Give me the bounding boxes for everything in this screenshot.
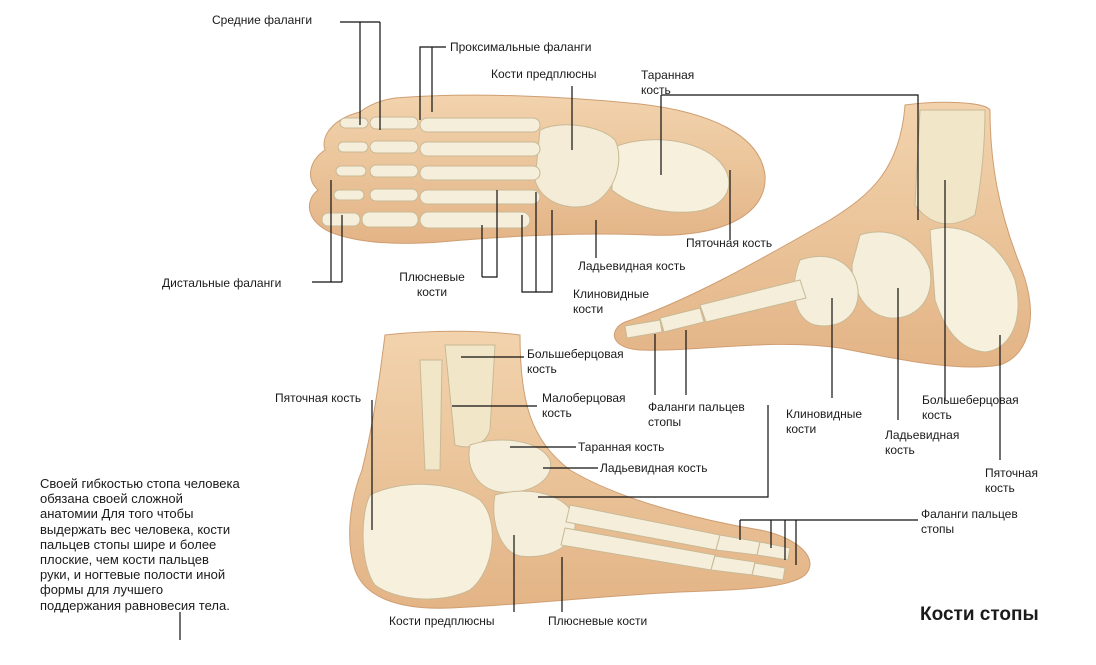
label-calcaneus-inner: Пяточная кость — [985, 466, 1038, 496]
label-metatarsals-outer: Плюсневые кости — [548, 614, 648, 628]
label-line: кости — [786, 422, 817, 436]
label-navicular-outer: Ладьевидная кость — [600, 461, 708, 475]
label-middle-phalanges: Средние фаланги — [212, 13, 313, 27]
label-line: кость — [527, 362, 557, 376]
label-line: кости — [416, 285, 448, 299]
label-line: стопы — [648, 415, 682, 429]
caption-line: анатомии Для того чтобы — [40, 506, 194, 522]
caption-line: формы для лучшего — [40, 582, 164, 598]
label-line: Таранная — [641, 68, 695, 82]
label-line: Фаланги пальцев — [921, 507, 1018, 521]
label-line: Фаланги пальцев — [648, 400, 745, 414]
label-line: Ладьевидная — [885, 428, 960, 442]
label-line: кости — [573, 302, 604, 316]
label-tarsal-bones-outer: Кости предплюсны — [389, 614, 495, 628]
label-calcaneus-top: Пяточная кость — [686, 236, 773, 250]
label-line: стопы — [921, 522, 955, 536]
figure-title: Кости стопы — [920, 604, 1039, 625]
label-line: Малоберцовая — [542, 391, 626, 405]
label-line: Большеберцовая — [527, 347, 624, 361]
label-line: Пяточная — [985, 466, 1038, 480]
label-cuneiform-top: Клиновидные кости — [573, 287, 649, 317]
label-cuneiform-inner: Клиновидные кости — [786, 407, 862, 437]
label-line: кость — [922, 408, 952, 422]
caption-line: Своей гибкостью стопа человека — [40, 476, 240, 491]
label-toe-phalanges-outer: Фаланги пальцев стопы — [921, 507, 1018, 537]
top-view-foot — [308, 94, 766, 244]
caption-line: выдержать вес человека, кости — [40, 521, 231, 537]
label-distal-phalanges: Дистальные фаланги — [162, 276, 282, 290]
label-navicular-top: Ладьевидная кость — [578, 259, 686, 273]
label-tibia-inner: Большеберцовая кость — [922, 393, 1019, 423]
label-line: Плюсневые — [399, 270, 465, 284]
caption-text: Своей гибкостью стопа человека обязана с… — [40, 476, 280, 613]
label-metatarsals-top: Плюсневые кости — [392, 270, 472, 300]
label-line: Клиновидные — [573, 287, 650, 301]
caption-line: плоские, чем кости пальцев — [40, 552, 209, 568]
label-calcaneus-outer: Пяточная кость — [275, 391, 362, 405]
label-talus-outer: Таранная кость — [578, 440, 665, 454]
outer-view-foot — [349, 330, 811, 609]
label-proximal-phalanges: Проксимальные фаланги — [450, 40, 592, 54]
caption-line: обязана своей сложной — [40, 491, 183, 507]
label-line: кость — [641, 83, 671, 97]
label-navicular-inner: Ладьевидная кость — [885, 428, 959, 458]
label-fibula-outer: Малоберцовая кость — [542, 391, 626, 421]
label-toe-phalanges-inner: Фаланги пальцев стопы — [648, 400, 745, 430]
leader-lines — [179, 21, 1001, 640]
label-line: Клиновидные — [786, 407, 863, 421]
inner-view-foot — [613, 101, 1031, 368]
label-line: Большеберцовая — [922, 393, 1019, 407]
label-line: кость — [985, 481, 1015, 495]
caption-line: поддержания равновесия тела. — [40, 597, 230, 613]
label-talus-top: Таранная кость — [641, 68, 694, 98]
label-line: кость — [885, 443, 915, 457]
caption-line: пальцев стопы шире и более — [40, 536, 217, 552]
label-tibia-outer: Большеберцовая кость — [527, 347, 624, 377]
label-line: кость — [542, 406, 572, 420]
label-tarsal-bones-top: Кости предплюсны — [491, 67, 597, 81]
caption-line: руки, и ногтевые полости иной — [40, 567, 226, 583]
